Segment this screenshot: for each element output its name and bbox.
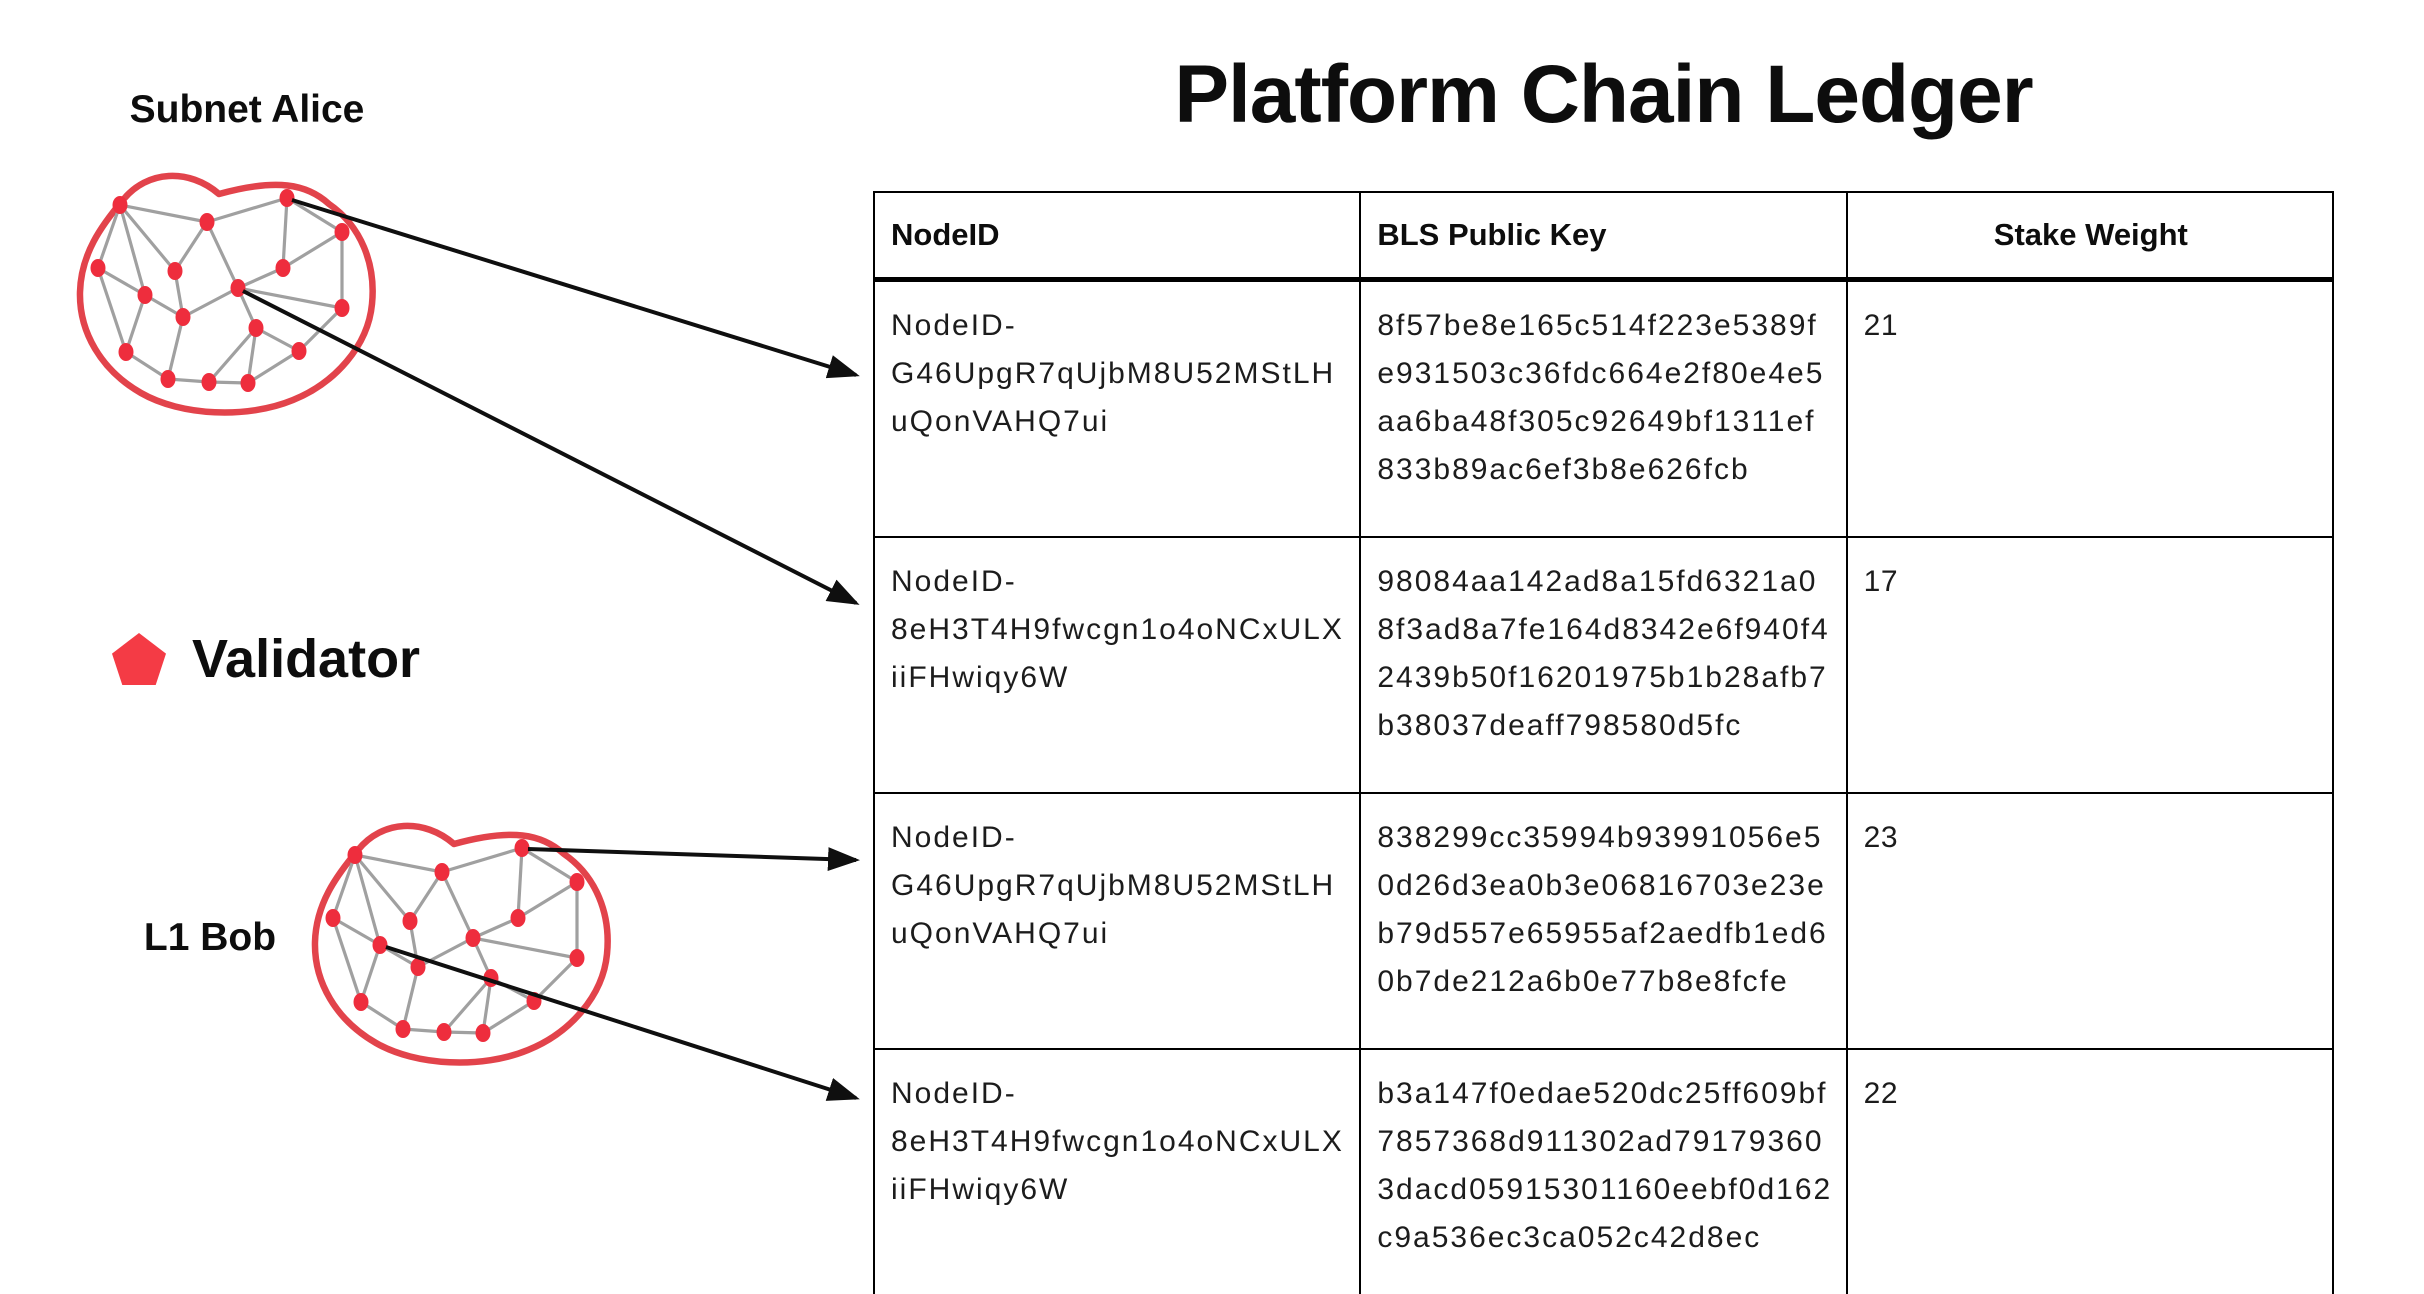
- bls-key-cell: 8f57be8e165c514f223e5389fe931503c36fdc66…: [1359, 278, 1848, 538]
- bls-key-cell: b3a147f0edae520dc25ff609bf7857368d911302…: [1359, 1048, 1848, 1294]
- nodeid-cell: NodeID-G46UpgR7qUjbM8U52MStLHuQonVAHQ7ui: [872, 278, 1362, 538]
- table-row: NodeID-G46UpgR7qUjbM8U52MStLHuQonVAHQ7ui…: [872, 278, 2335, 538]
- pentagon-icon: [112, 633, 166, 685]
- column-header-stake-weight: Stake Weight: [1845, 191, 2335, 282]
- nodeid-cell: NodeID-8eH3T4H9fwcgn1o4oNCxULXiiFHwiqy6W: [872, 1048, 1362, 1294]
- column-header-bls-public-key: BLS Public Key: [1359, 191, 1848, 282]
- nodeid-cell: NodeID-G46UpgR7qUjbM8U52MStLHuQonVAHQ7ui: [872, 792, 1362, 1050]
- stake-weight-cell: 22: [1845, 1048, 2335, 1294]
- l1-bob-label: L1 Bob: [143, 916, 277, 959]
- table-row: NodeID-8eH3T4H9fwcgn1o4oNCxULXiiFHwiqy6W…: [872, 1048, 2335, 1294]
- validator-legend: Validator: [112, 632, 420, 686]
- table-row: NodeID-G46UpgR7qUjbM8U52MStLHuQonVAHQ7ui…: [872, 792, 2335, 1050]
- table-row: NodeID-8eH3T4H9fwcgn1o4oNCxULXiiFHwiqy6W…: [872, 536, 2335, 794]
- nodeid-cell: NodeID-8eH3T4H9fwcgn1o4oNCxULXiiFHwiqy6W: [872, 536, 1362, 794]
- stake-weight-cell: 21: [1845, 278, 2335, 538]
- validator-legend-label: Validator: [192, 629, 421, 689]
- column-header-nodeid: NodeID: [872, 191, 1362, 282]
- bls-key-cell: 838299cc35994b93991056e50d26d3ea0b3e0681…: [1359, 792, 1848, 1050]
- bls-key-cell: 98084aa142ad8a15fd6321a08f3ad8a7fe164d83…: [1359, 536, 1848, 794]
- stake-weight-cell: 17: [1845, 536, 2335, 794]
- ledger-header-row: NodeID BLS Public Key Stake Weight: [872, 191, 2335, 282]
- ledger-table: NodeID BLS Public Key Stake Weight NodeI…: [872, 191, 2335, 1294]
- page-title: Platform Chain Ledger: [1174, 49, 2033, 140]
- subnet-alice-diagram: [69, 154, 381, 422]
- stake-weight-cell: 23: [1845, 792, 2335, 1050]
- l1-bob-diagram: [304, 804, 616, 1072]
- subnet-alice-label: Subnet Alice: [129, 88, 365, 131]
